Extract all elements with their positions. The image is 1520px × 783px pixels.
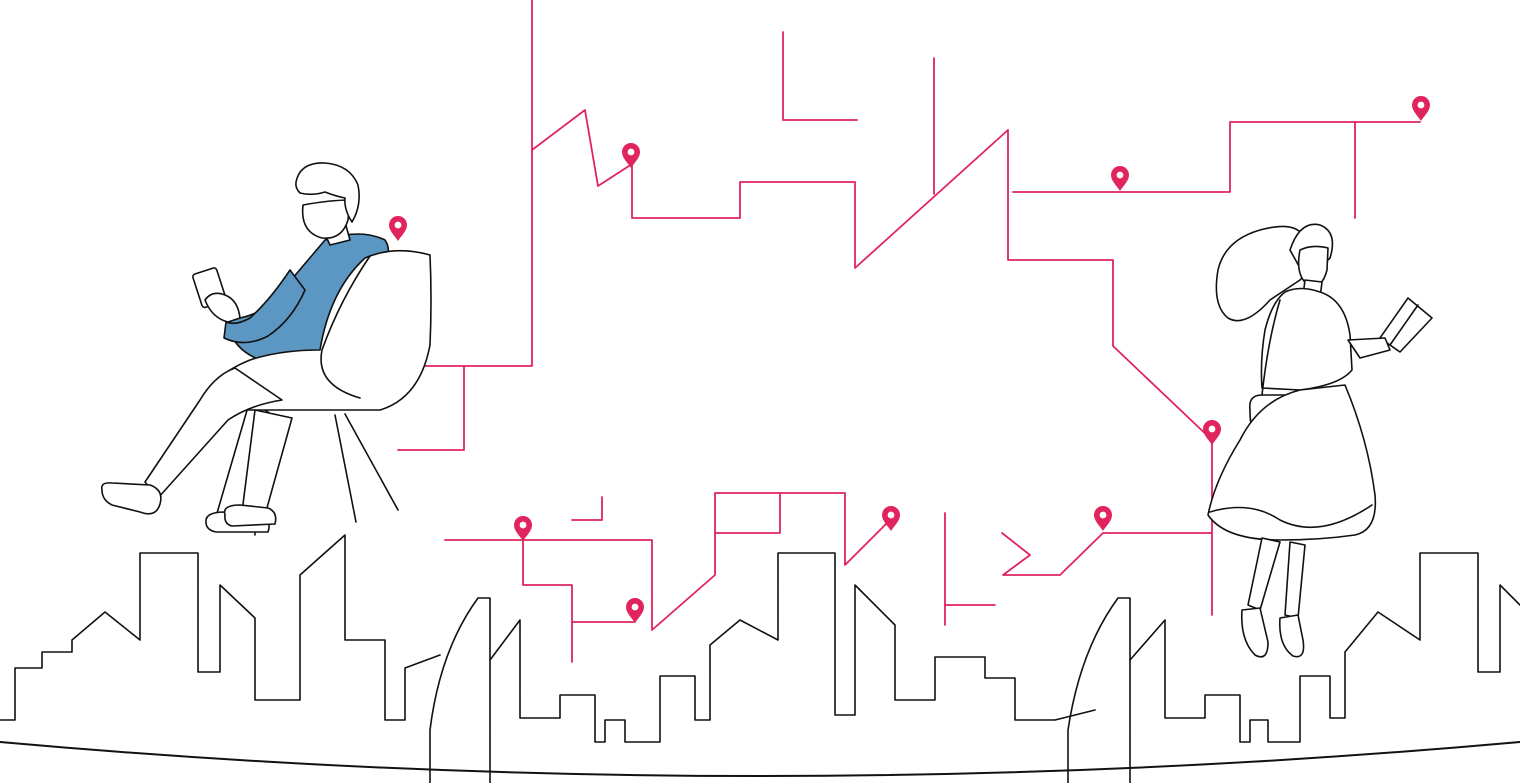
chair-icon [208,249,432,411]
location-pin-icon [882,506,900,531]
chair-leg [344,413,399,511]
location-pin-icon [514,516,532,541]
location-pin-icon [1094,506,1112,531]
route-map [397,0,1421,663]
man-face [301,199,351,239]
man-shoe [223,504,277,527]
woman-reading-figure [1207,223,1433,658]
city-skyline [0,534,1520,783]
chair-leg [334,414,357,523]
man-reading-figure [100,162,432,536]
woman-dress [1260,287,1353,391]
woman-face [1297,245,1329,287]
route-line [444,492,891,631]
woman-leg [1284,541,1306,619]
ground-horizon [0,741,1520,777]
location-pin-icon [626,598,644,623]
man-hair [295,162,360,223]
route-line [522,539,573,663]
route-line [397,365,465,451]
woman-shoe [1278,614,1305,658]
location-pin-icon [389,216,407,241]
woman-arm [1347,337,1391,359]
route-line [1012,121,1421,193]
skirt-hem [1209,504,1373,529]
skyline-left [0,534,441,721]
route-line [531,109,1213,616]
woman-shoe [1240,607,1269,658]
location-pin-icon [622,143,640,168]
man-hand [204,292,241,323]
woman-leg [1247,537,1281,611]
location-pin-icon [1412,96,1430,121]
skyline-tower [429,597,491,783]
book-icon [1379,297,1433,353]
skyline-tower [1067,597,1131,783]
man-shoe [100,482,162,515]
skyline-right [1129,552,1520,743]
chair-rim [320,255,371,399]
location-pin-icon [1203,420,1221,445]
route-line [1001,532,1213,576]
man-arm [223,269,306,344]
location-pin-icon [1111,166,1129,191]
location-pins [389,96,1430,623]
route-line [571,496,603,521]
woman-skirt [1207,384,1377,541]
handbag-strap [1261,299,1281,396]
route-line [782,31,858,121]
skyline-middle [489,552,1096,743]
route-line [714,492,781,534]
